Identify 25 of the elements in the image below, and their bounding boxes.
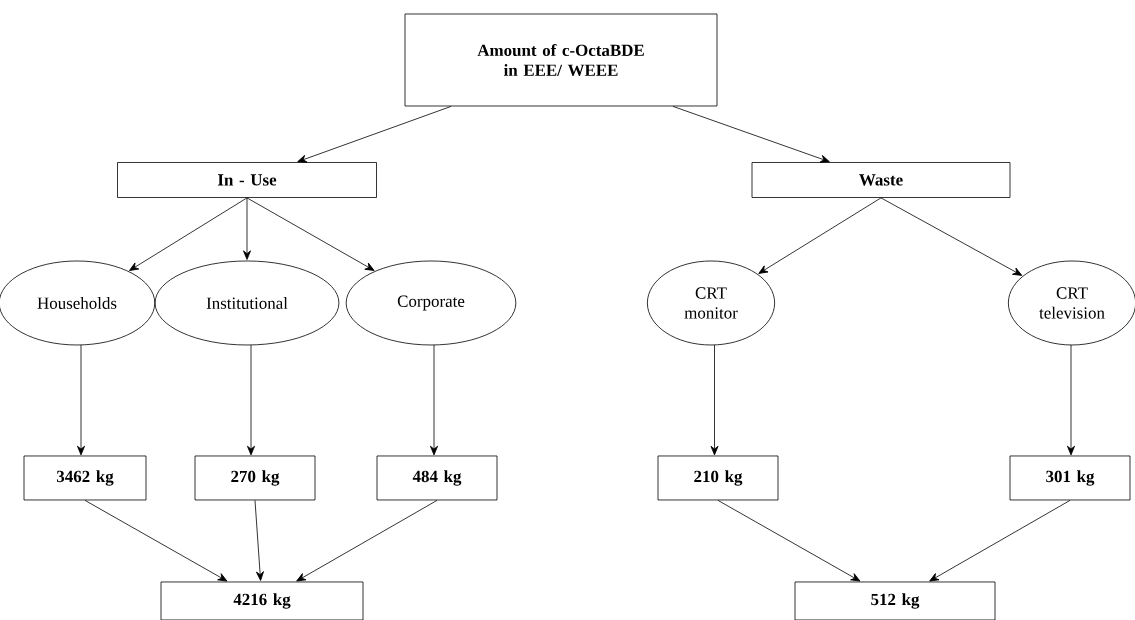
process-box: 301 kg — [1009, 455, 1131, 501]
process-box: Waste — [751, 162, 1011, 198]
process-box: 4216 kg — [160, 581, 364, 620]
arrow — [84, 500, 228, 582]
arrow — [129, 197, 248, 271]
arrow — [430, 344, 438, 456]
process-box: Amount of c-OctaBDE in EEE/ WEEE — [404, 13, 718, 107]
arrow — [880, 197, 1023, 276]
arrow — [717, 500, 861, 582]
arrow — [296, 500, 438, 582]
process-box: In - Use — [117, 162, 377, 198]
arrow — [1067, 344, 1075, 456]
arrow — [246, 197, 375, 271]
arrow — [243, 197, 251, 260]
arrow — [758, 197, 882, 274]
process-box: 210 kg — [657, 455, 779, 501]
process-box: 484 kg — [376, 455, 498, 501]
process-box: 3462 kg — [23, 455, 147, 501]
arrow — [247, 344, 255, 456]
process-box: 512 kg — [794, 581, 996, 620]
arrow — [929, 500, 1071, 582]
arrow — [254, 500, 264, 581]
process-box: 270 kg — [194, 455, 316, 501]
arrow — [710, 344, 719, 456]
arrow — [77, 344, 85, 456]
